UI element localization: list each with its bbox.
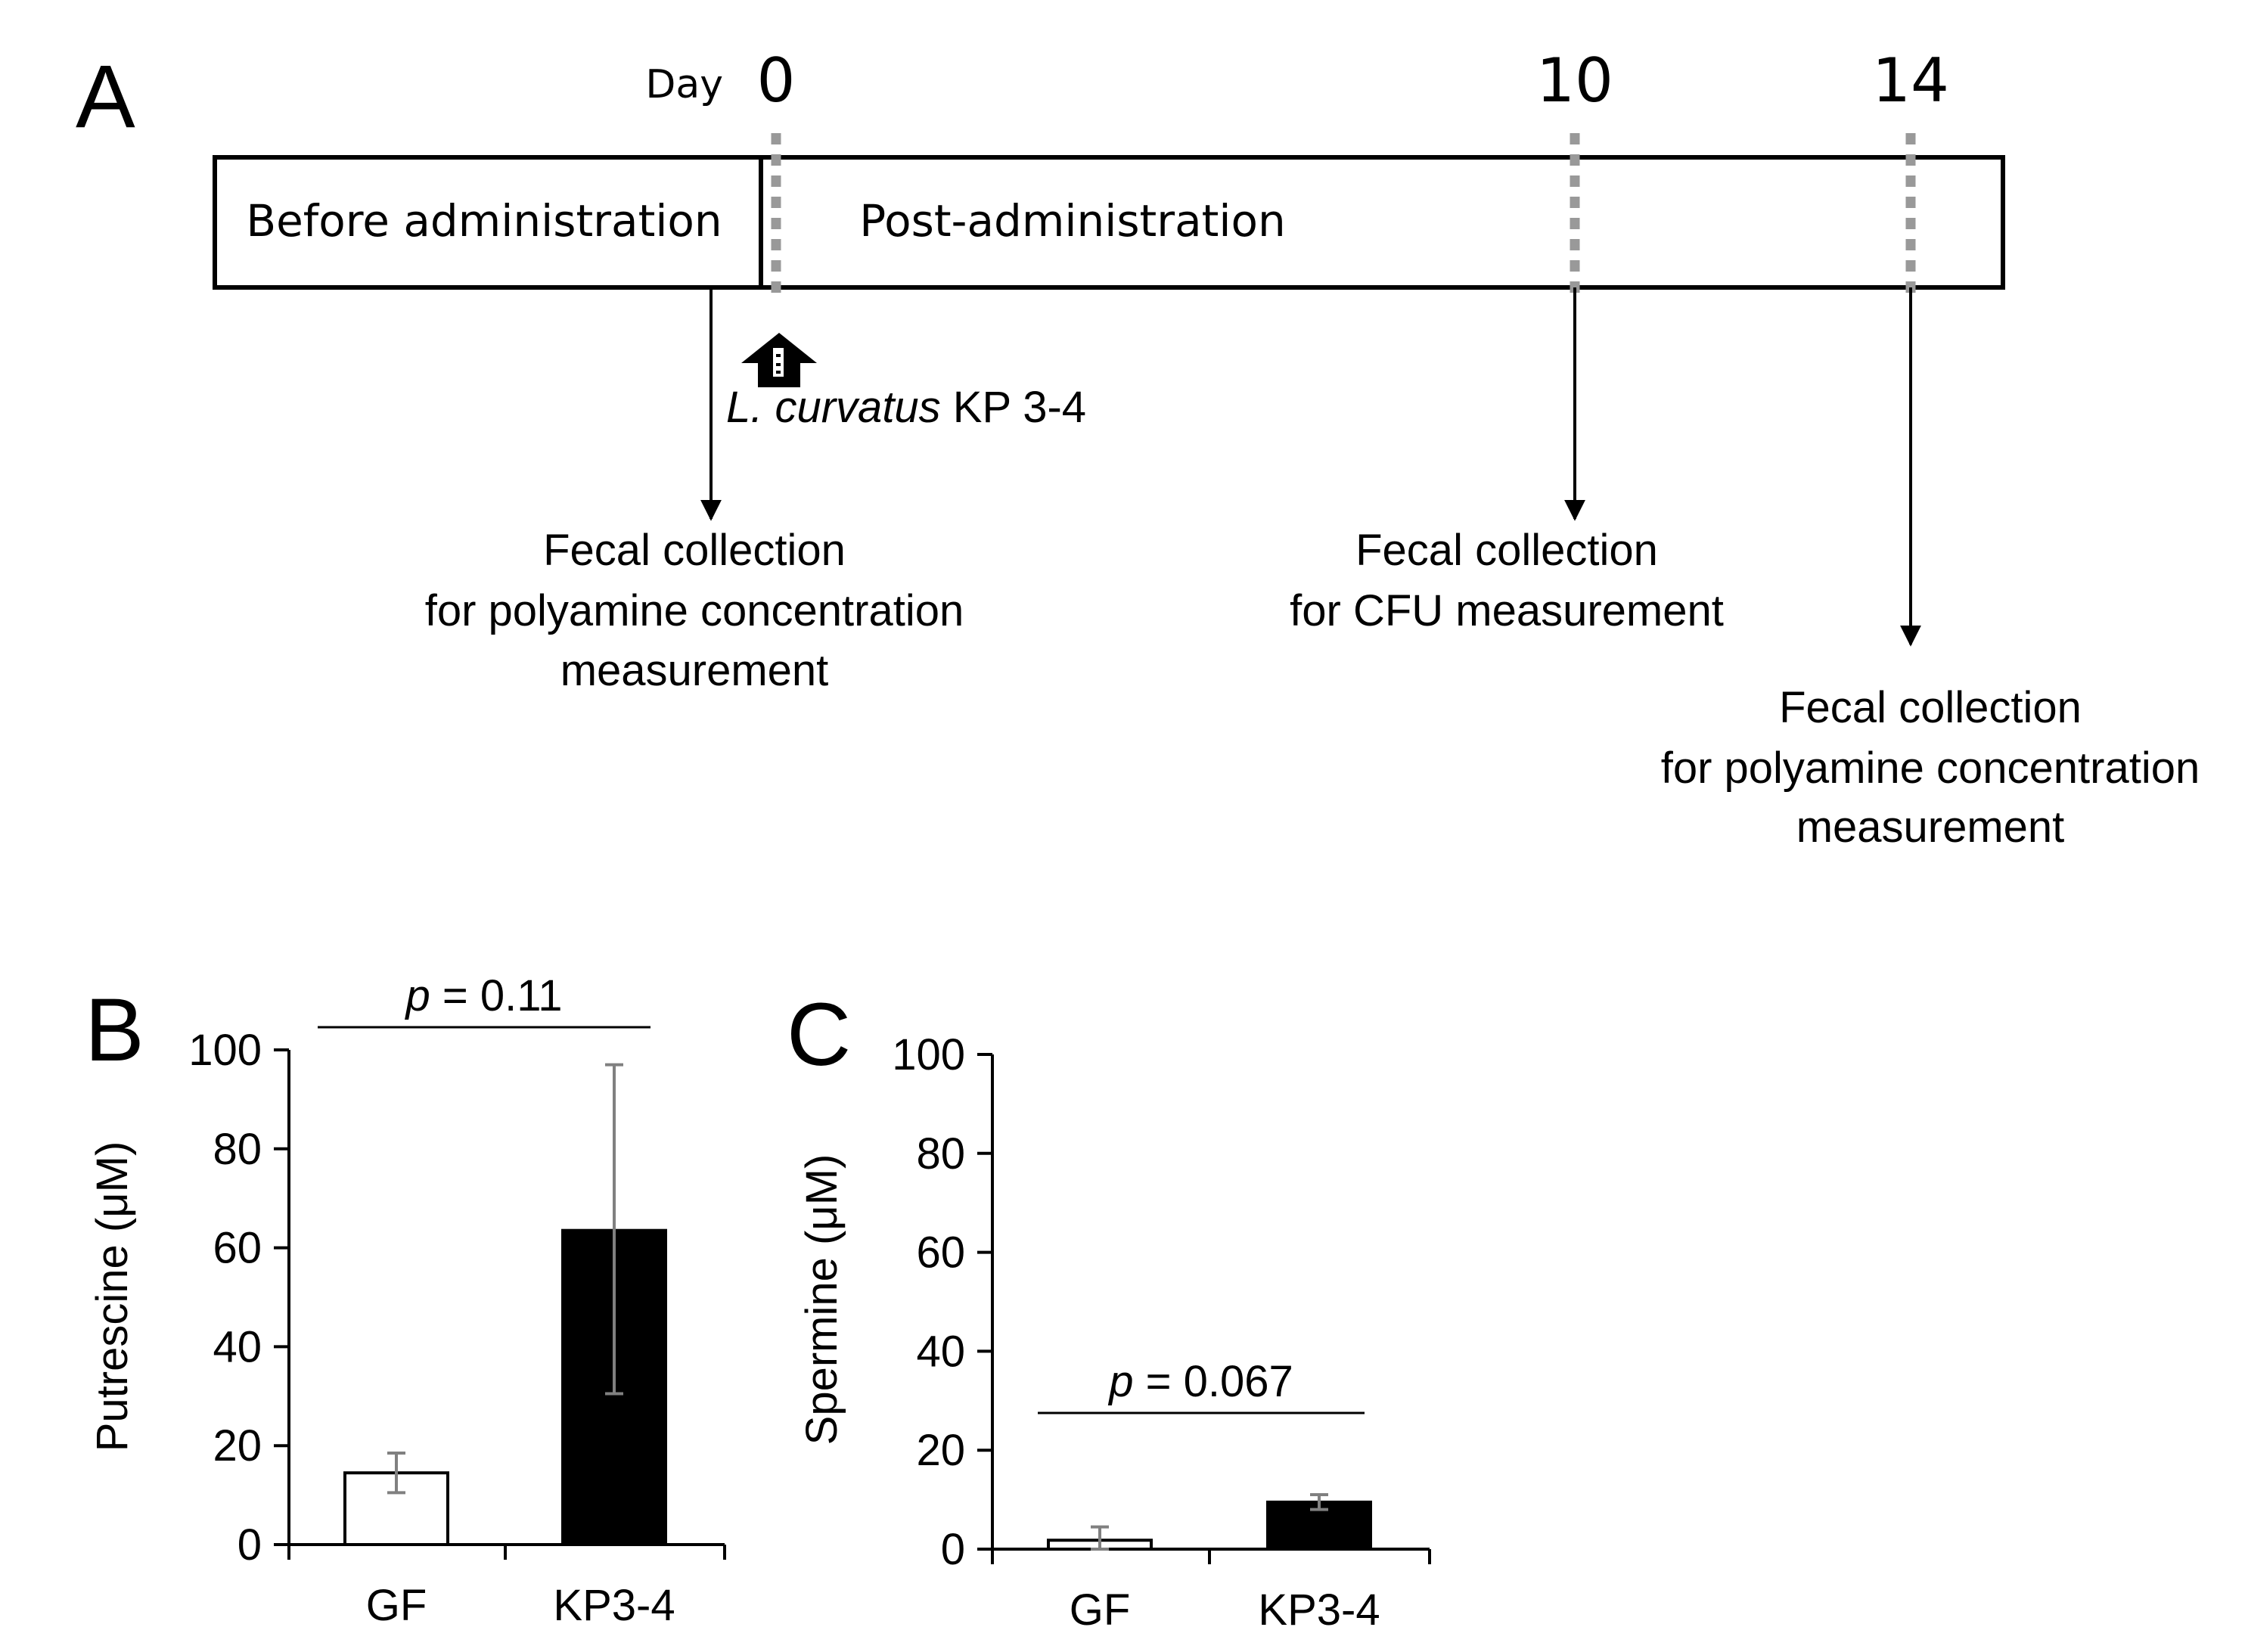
y-tick-label: 40 — [213, 1322, 262, 1371]
y-tick-label: 40 — [916, 1327, 965, 1376]
y-tick-label: 80 — [213, 1125, 262, 1174]
y-tick-label: 80 — [916, 1129, 965, 1178]
panel-label-a: A — [76, 47, 135, 147]
day-0-label: 0 — [757, 45, 796, 116]
y-tick-label: 100 — [892, 1030, 965, 1079]
post-administration-label: Post-administration — [859, 195, 1286, 247]
p-symbol: p — [1107, 1357, 1133, 1406]
note-line: Fecal collection — [543, 526, 846, 575]
y-tick-label: 0 — [941, 1525, 965, 1574]
y-tick-label: 0 — [238, 1520, 262, 1570]
note-line: measurement — [1796, 803, 2065, 852]
note-line: Fecal collection — [1779, 683, 2082, 732]
note-line: for polyamine concentration — [425, 586, 964, 635]
panel-a-timeline: A Day 0 10 14 Before administration Post… — [76, 45, 2200, 852]
note-line: measurement — [560, 646, 829, 695]
x-tick-label: GF — [366, 1581, 427, 1630]
p-value-label: p = 0.11 — [405, 971, 563, 1020]
note-line: for CFU measurement — [1290, 586, 1724, 635]
panel-label-c: C — [787, 985, 851, 1085]
before-administration-box — [213, 155, 763, 290]
strain-name-italic: L. curvatus — [726, 383, 941, 432]
strain-code: KP 3-4 — [941, 383, 1086, 432]
y-axis-title: Putrescine (μM) — [88, 1141, 137, 1452]
day-10-label: 10 — [1536, 45, 1613, 116]
y-tick-label: 60 — [213, 1224, 262, 1273]
p-symbol: p — [405, 971, 430, 1020]
p-value: = 0.067 — [1134, 1357, 1293, 1406]
day-label: Day — [645, 62, 723, 107]
day-10-collection-note: Fecal collection for CFU measurement — [1290, 526, 1724, 635]
y-tick-label: 60 — [916, 1228, 965, 1278]
y-tick-label: 20 — [213, 1421, 262, 1470]
x-tick-label: KP3-4 — [1258, 1585, 1380, 1635]
before-collection-note: Fecal collection for polyamine concentra… — [425, 526, 964, 695]
y-tick-label: 100 — [188, 1026, 262, 1075]
note-line: Fecal collection — [1355, 526, 1658, 575]
panel-label-b: B — [85, 980, 144, 1080]
day-14-label: 14 — [1872, 45, 1949, 116]
p-value-label: p = 0.067 — [1107, 1357, 1293, 1406]
y-axis-title: Spermine (μM) — [797, 1154, 846, 1446]
before-administration-label: Before administration — [246, 195, 722, 247]
administration-arrow-icon — [741, 333, 817, 387]
x-tick-label: GF — [1070, 1585, 1131, 1635]
y-tick-label: 20 — [916, 1426, 965, 1475]
note-line: for polyamine concentration — [1661, 744, 2200, 793]
strain-label: L. curvatus KP 3-4 — [726, 383, 1086, 432]
p-value: = 0.11 — [430, 971, 563, 1020]
post-administration-box — [759, 155, 2005, 290]
day-14-collection-note: Fecal collection for polyamine concentra… — [1661, 683, 2200, 852]
x-tick-label: KP3-4 — [553, 1581, 675, 1630]
